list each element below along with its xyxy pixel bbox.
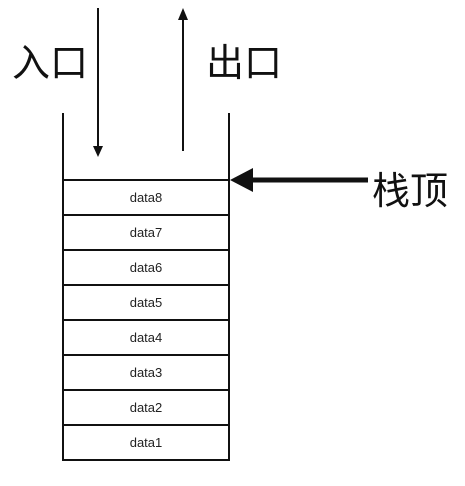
stack-cell-label: data1: [130, 435, 163, 450]
stack-top-label: 栈顶: [372, 169, 448, 213]
stack-cell: [62, 424, 230, 461]
pop-arrowhead: [178, 8, 188, 20]
stack-cell: [62, 354, 230, 391]
stack-cell-label: data4: [130, 330, 163, 345]
stack-cell-label: data5: [130, 295, 163, 310]
entrance-label: 入口: [12, 41, 88, 85]
stack-cell-label: data3: [130, 365, 163, 380]
stack-cell: [62, 249, 230, 286]
stack-cell: [62, 389, 230, 426]
stack-cell-label: data7: [130, 225, 163, 240]
stack-top-pointer-head: [230, 168, 253, 192]
stack-cell-label: data6: [130, 260, 163, 275]
stack-cell: [62, 179, 230, 216]
stack-cell-label: data2: [130, 400, 163, 415]
stack-cells: data8 data7 data6 data5 data4 data3 data2 data1: [62, 179, 230, 461]
exit-label: 出口: [206, 41, 282, 85]
stack-cell: [62, 284, 230, 321]
stack-cell-label: data8: [130, 190, 163, 205]
push-arrowhead: [93, 146, 103, 157]
stack-cell: [62, 319, 230, 356]
